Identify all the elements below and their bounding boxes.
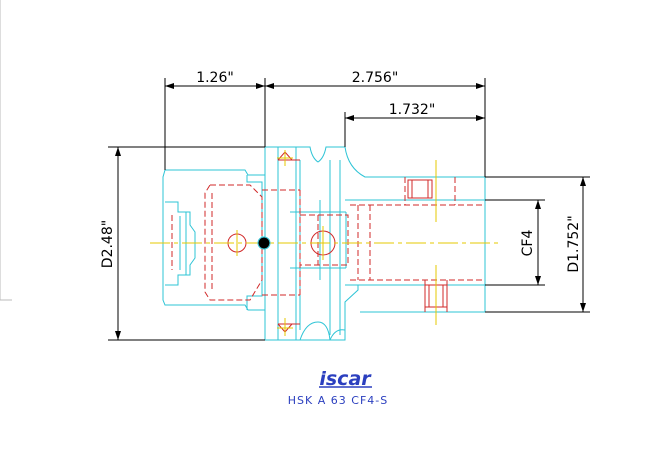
part-number-label: HSK A 63 CF4-S	[287, 394, 389, 407]
dimension-arrows	[115, 83, 586, 340]
dimension-label-top-left: 1.26"	[196, 70, 234, 86]
dimension-label-top-inner: 1.732"	[389, 102, 436, 118]
dimension-lines	[108, 78, 590, 341]
center-lines	[150, 150, 500, 336]
dimension-label-right-outer: D1.752"	[566, 215, 582, 272]
dimension-label-right-inner: CF4	[520, 230, 536, 257]
logo-text: iscar	[319, 368, 372, 390]
hsk-taper-outline	[162, 169, 265, 311]
datum-ring	[257, 236, 271, 250]
hidden-lines	[171, 177, 485, 312]
datum-point	[258, 237, 270, 249]
dimension-label-left: D2.48"	[100, 220, 116, 268]
iscar-logo: iscar	[319, 368, 372, 390]
dimension-label-top-right: 2.756"	[352, 70, 399, 86]
